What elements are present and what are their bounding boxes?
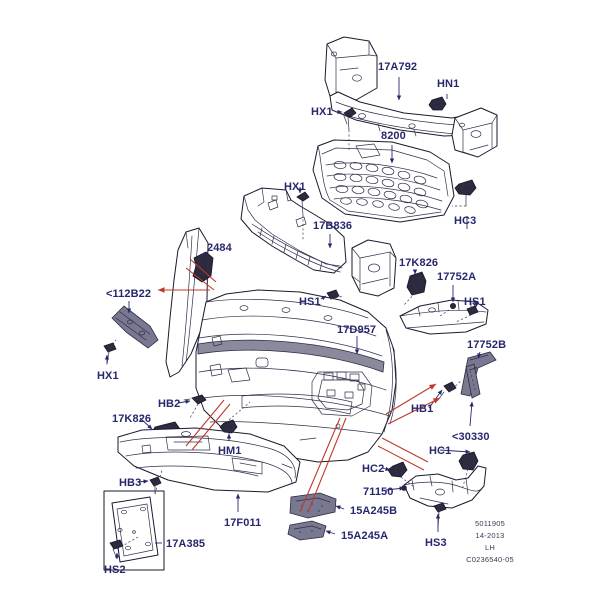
label-71150: 71150: [363, 486, 394, 498]
part-17A385-licence-bracket: [103, 490, 165, 571]
part-17A792-impact-beam: [324, 36, 498, 158]
label-30330: <30330: [452, 431, 490, 443]
leader-lines: [104, 77, 482, 559]
label-17752B: 17752B: [467, 339, 507, 351]
fasteners: [103, 96, 481, 560]
label-15A245A: 15A245A: [341, 530, 389, 542]
label-17752A: 17752A: [437, 271, 477, 283]
label-HC2: HC2: [362, 463, 385, 475]
part-112B22-bracket: [111, 305, 159, 349]
label-15A245B: 15A245B: [350, 505, 398, 517]
red-pointer-lines: [158, 258, 441, 513]
part-15A245A-washer-cover: [287, 520, 327, 541]
label-HC1: HC1: [429, 445, 452, 457]
label-2484: 2484: [207, 242, 232, 254]
footer-drawing-number: 5011905: [474, 519, 506, 528]
part-17K826-bracket-right: [351, 239, 397, 297]
part-15A245B-washer-cover: [289, 492, 337, 519]
label-HC3: HC3: [454, 215, 477, 227]
part-71150-bracket: [401, 465, 487, 509]
label-HB3: HB3: [119, 477, 142, 489]
part-17B836-energy-absorber: [240, 187, 347, 274]
part-17F011-lower-deflector: [117, 427, 301, 493]
label-HX1-mid: HX1: [284, 181, 306, 193]
label-17K826-right: 17K826: [399, 257, 439, 269]
label-HM1: HM1: [218, 445, 242, 457]
label-17B836: 17B836: [313, 220, 353, 232]
label-17A792: 17A792: [378, 61, 418, 73]
part-8200-radiator-grille: [312, 139, 455, 223]
label-HN1: HN1: [437, 78, 460, 90]
label-17A385: 17A385: [166, 538, 206, 550]
label-HB1: HB1: [411, 403, 434, 415]
label-HS3: HS3: [425, 537, 447, 549]
label-112B22: <112B22: [106, 288, 152, 300]
label-HS1-right: HS1: [464, 296, 486, 308]
footer-hand: LH: [485, 543, 495, 552]
label-17D957: 17D957: [337, 324, 377, 336]
label-HB2: HB2: [158, 398, 181, 410]
label-HS2: HS2: [104, 564, 126, 576]
footer-date: 14-2013: [475, 531, 505, 540]
label-8200: 8200: [381, 130, 406, 142]
label-17K826-left: 17K826: [112, 413, 152, 425]
clip-17K826-body: [406, 271, 427, 296]
assembly-guides: [107, 130, 476, 550]
label-HX1-lower: HX1: [97, 370, 119, 382]
label-HX1-upper: HX1: [311, 106, 333, 118]
label-HS1-left: HS1: [299, 296, 321, 308]
part-17752A-trim: [399, 299, 489, 335]
footer-sheet-code: C0236540-05: [466, 555, 514, 564]
label-17F011: 17F011: [224, 517, 262, 529]
